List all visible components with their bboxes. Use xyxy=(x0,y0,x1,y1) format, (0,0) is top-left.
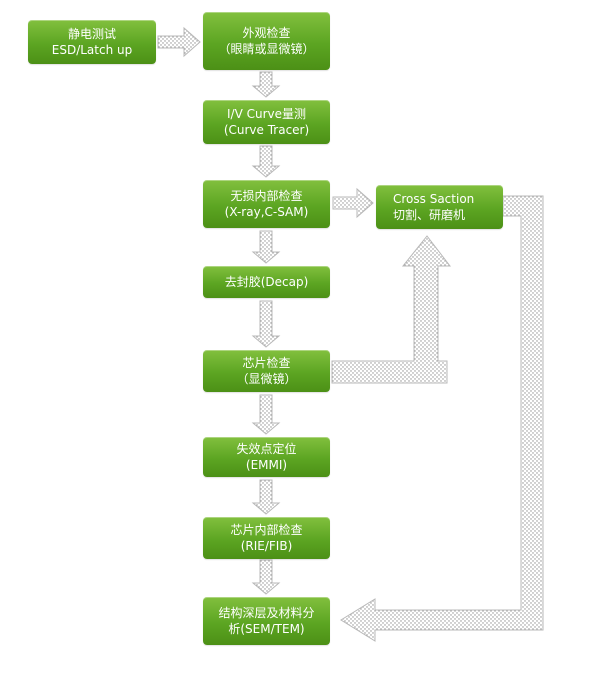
arrow-left-elbow-icon xyxy=(340,195,544,642)
arrow-down-icon xyxy=(251,300,281,348)
flow-box-label: 芯片内部检查 xyxy=(230,522,303,537)
flow-box-label: 去封胶(Decap) xyxy=(224,274,309,289)
arrow-down-icon xyxy=(251,71,281,98)
flow-box-label: 切割、研磨机 xyxy=(393,208,466,222)
flow-box-label: 结构深层及材料分 xyxy=(218,605,315,620)
flow-box-esd-test: 静电测试 ESD/Latch up xyxy=(28,20,156,64)
flow-box-label: (EMMI) xyxy=(245,458,288,472)
arrow-down-icon xyxy=(251,394,281,435)
flow-box-label: （显微镜） xyxy=(236,372,297,386)
flow-box-sem-tem: 结构深层及材料分 析(SEM/TEM) xyxy=(203,597,330,645)
flow-box-label: (RIE/FIB) xyxy=(240,539,293,553)
flow-box-label: ESD/Latch up xyxy=(51,43,133,57)
arrow-down-icon xyxy=(251,230,281,264)
arrow-up-elbow-icon xyxy=(331,235,452,384)
flow-box-visual-inspection: 外观检查 （眼睛或显微镜） xyxy=(203,12,330,70)
flow-box-label: (X-ray,C-SAM) xyxy=(224,205,309,219)
arrow-down-icon xyxy=(251,559,281,595)
flow-box-label: 静电测试 xyxy=(67,26,116,41)
flow-box-iv-curve: I/V Curve量测 (Curve Tracer) xyxy=(203,100,330,144)
flow-box-label: 芯片检查 xyxy=(242,355,291,370)
flow-box-nondestructive-internal-inspection: 无损内部检查 (X-ray,C-SAM) xyxy=(203,180,330,228)
flow-box-rie-fib: 芯片内部检查 (RIE/FIB) xyxy=(203,517,330,559)
arrow-right-icon xyxy=(332,187,374,219)
flow-box-label: Cross Saction xyxy=(393,191,475,206)
flow-box-label: 外观检查 xyxy=(242,25,291,40)
flow-box-label: 无损内部检查 xyxy=(230,188,303,203)
flow-box-label: (Curve Tracer) xyxy=(223,123,310,137)
flow-box-decap: 去封胶(Decap) xyxy=(203,266,330,298)
flow-box-cross-section: Cross Saction 切割、研磨机 xyxy=(376,185,503,229)
flow-box-die-inspection: 芯片检查 （显微镜） xyxy=(203,350,330,392)
flow-box-label: （眼睛或显微镜） xyxy=(218,42,315,56)
arrow-right-icon xyxy=(157,26,201,58)
flow-box-label: 失效点定位 xyxy=(236,441,297,456)
arrow-down-icon xyxy=(251,479,281,515)
flow-box-emmi: 失效点定位 (EMMI) xyxy=(203,437,330,477)
arrow-down-icon xyxy=(251,145,281,178)
flow-box-label: 析(SEM/TEM) xyxy=(228,622,305,636)
flow-box-label: I/V Curve量测 xyxy=(226,106,306,121)
